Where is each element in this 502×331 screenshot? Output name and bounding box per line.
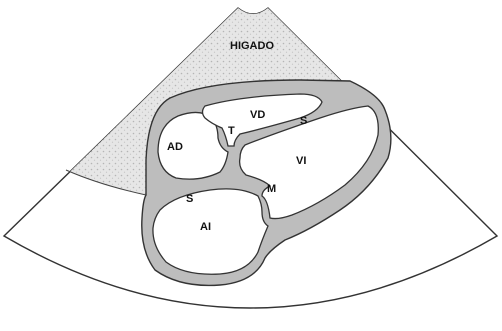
label-tricuspid: T <box>228 125 235 137</box>
label-right-ventricle: VD <box>250 109 265 121</box>
label-liver: HIGADO <box>230 40 274 52</box>
label-right-atrium: AD <box>167 141 183 153</box>
label-septum-atrial: S <box>186 193 193 205</box>
label-left-ventricle: VI <box>296 155 306 167</box>
label-septum-ventricular: S <box>300 115 307 127</box>
label-mitral: M <box>267 183 276 195</box>
label-left-atrium: AI <box>200 221 211 233</box>
